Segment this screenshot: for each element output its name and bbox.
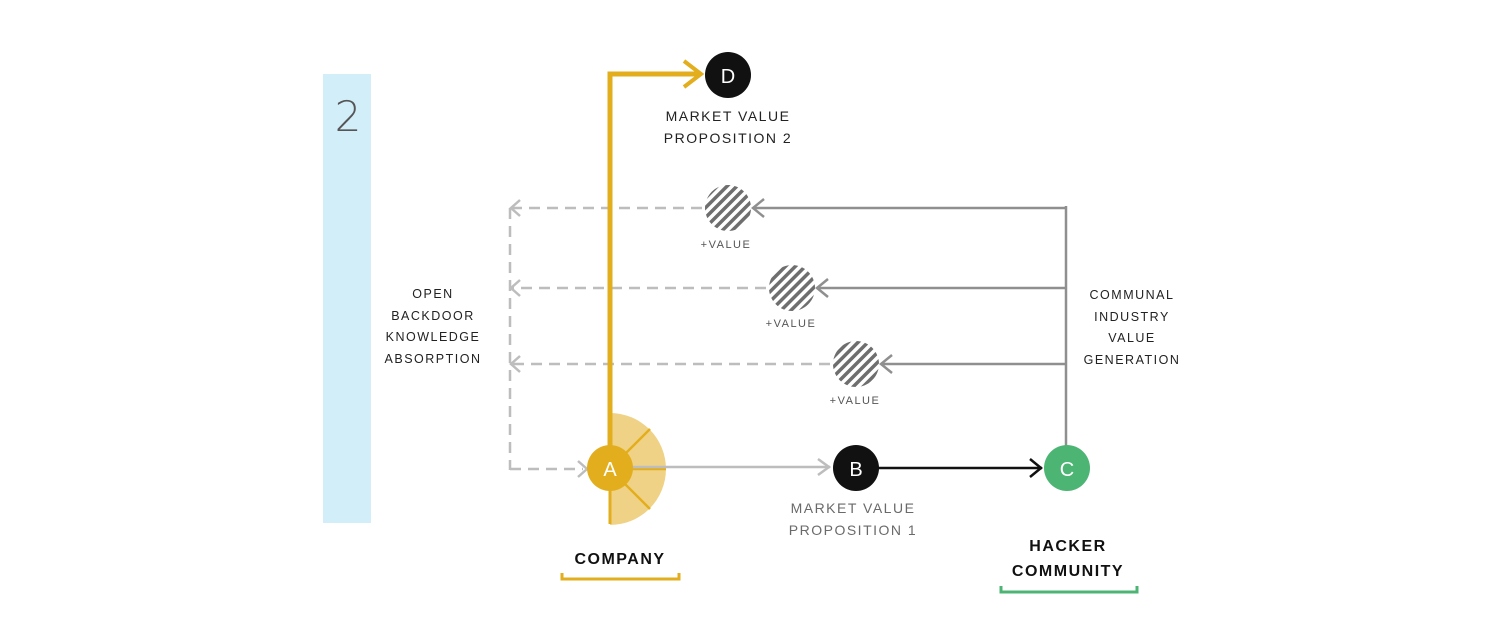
label-market-value-2: MARKET VALUE PROPOSITION 2 bbox=[664, 108, 792, 146]
arrowhead-into-company bbox=[577, 460, 589, 478]
section-panel bbox=[323, 74, 371, 523]
value-label-bottom: +VALUE bbox=[830, 395, 881, 407]
arrowhead-value-middle bbox=[815, 278, 829, 298]
label-communal-line3: VALUE bbox=[1108, 331, 1156, 345]
arrowhead-value-top bbox=[751, 198, 765, 218]
label-market-value-1: MARKET VALUE PROPOSITION 1 bbox=[789, 500, 917, 538]
node-a: A bbox=[587, 445, 633, 491]
value-circle-bottom bbox=[833, 341, 879, 387]
label-market-value-1-line2: PROPOSITION 1 bbox=[789, 522, 917, 538]
hacker-label-line1: HACKER bbox=[1029, 538, 1106, 555]
node-c-letter: C bbox=[1060, 459, 1074, 481]
value-circle-middle bbox=[769, 265, 815, 311]
gold-route bbox=[607, 71, 700, 469]
value-circle-top bbox=[705, 185, 751, 231]
arrowhead-value-bottom bbox=[879, 354, 893, 374]
label-communal-line2: INDUSTRY bbox=[1094, 310, 1170, 324]
company-label: COMPANY bbox=[574, 551, 665, 568]
arrowhead-left-top bbox=[509, 199, 521, 217]
company-underline bbox=[560, 573, 681, 581]
label-communal-line1: COMMUNAL bbox=[1090, 288, 1175, 302]
node-d-letter: D bbox=[721, 66, 735, 88]
node-a-letter: A bbox=[603, 459, 617, 481]
gold-arrowhead bbox=[682, 59, 705, 89]
label-open-backdoor-line3: KNOWLEDGE bbox=[386, 330, 481, 344]
label-open-backdoor-line1: OPEN bbox=[412, 287, 453, 301]
value-label-middle: +VALUE bbox=[766, 318, 817, 330]
label-communal-line4: GENERATION bbox=[1084, 353, 1181, 367]
backdoor-arrowheads bbox=[509, 199, 589, 478]
node-c: C bbox=[1044, 445, 1090, 491]
label-open-backdoor-line2: BACKDOOR bbox=[391, 309, 475, 323]
arrowhead-left-bottom bbox=[509, 355, 521, 373]
label-open-backdoor: OPEN BACKDOOR KNOWLEDGE ABSORPTION bbox=[385, 287, 482, 366]
backdoor-paths bbox=[508, 206, 830, 471]
a-to-b-path bbox=[632, 457, 832, 477]
hacker-label-line2: COMMUNITY bbox=[1012, 563, 1124, 580]
b-to-c-path bbox=[878, 458, 1043, 478]
arrowhead-left-middle bbox=[509, 279, 521, 297]
section-number: 2 bbox=[334, 92, 362, 141]
label-market-value-1-line1: MARKET VALUE bbox=[791, 500, 916, 516]
node-d: D bbox=[705, 52, 751, 98]
arrowhead-into-c bbox=[1029, 458, 1043, 478]
hacker-underline bbox=[999, 586, 1139, 594]
node-b: B bbox=[833, 445, 879, 491]
communal-value-paths bbox=[751, 198, 1068, 446]
company-to-d-path bbox=[607, 59, 705, 469]
arrowhead-into-b bbox=[817, 457, 832, 477]
label-market-value-2-line1: MARKET VALUE bbox=[666, 108, 791, 124]
value-label-top: +VALUE bbox=[701, 239, 752, 251]
label-communal: COMMUNAL INDUSTRY VALUE GENERATION bbox=[1084, 288, 1181, 367]
company-label-group: COMPANY bbox=[560, 551, 681, 581]
label-open-backdoor-line4: ABSORPTION bbox=[385, 352, 482, 366]
hacker-label-group: HACKER COMMUNITY bbox=[999, 538, 1139, 594]
value-labels: +VALUE +VALUE +VALUE bbox=[701, 239, 881, 407]
label-market-value-2-line2: PROPOSITION 2 bbox=[664, 130, 792, 146]
node-b-letter: B bbox=[849, 459, 862, 481]
